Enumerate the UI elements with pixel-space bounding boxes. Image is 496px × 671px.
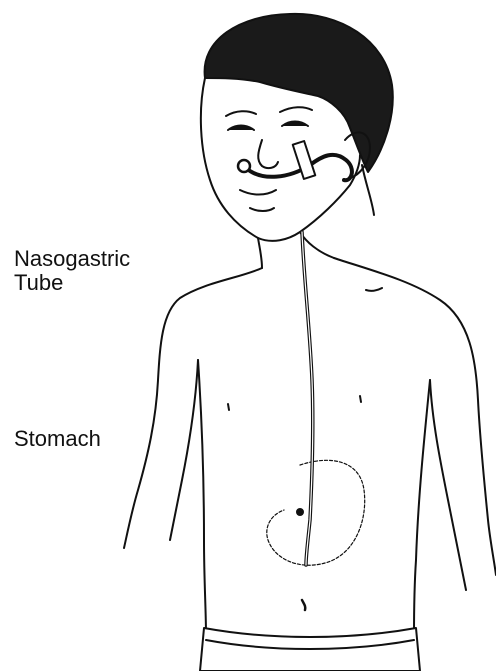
left-inner-arm xyxy=(170,360,198,540)
neck-left xyxy=(258,238,262,268)
stomach-outline xyxy=(267,460,365,565)
right-eye xyxy=(282,122,308,127)
right-nipple xyxy=(360,396,361,402)
left-eyebrow xyxy=(226,111,256,116)
collarbone xyxy=(366,288,382,291)
navel xyxy=(302,600,305,610)
torso-right xyxy=(414,380,430,635)
tube-tip xyxy=(297,509,303,515)
right-inner-arm xyxy=(430,380,466,590)
stomach-label-text: Stomach xyxy=(14,427,101,451)
mouth xyxy=(240,190,276,195)
nasogastric-label-line1: Nasogastric xyxy=(14,247,130,271)
neck-right xyxy=(300,232,334,258)
right-eyebrow xyxy=(280,107,312,112)
left-nipple xyxy=(228,404,229,410)
left-eye xyxy=(228,126,254,131)
nostril-tube-entry xyxy=(238,160,250,172)
stomach-label: Stomach xyxy=(14,427,101,451)
tube-esophagus xyxy=(302,232,313,565)
nasogastric-label-line2: Tube xyxy=(14,271,130,295)
chin-line xyxy=(250,208,274,211)
nasogastric-tube-label: Nasogastric Tube xyxy=(14,247,130,295)
torso-left xyxy=(198,360,206,635)
nose xyxy=(258,140,278,168)
right-shoulder-arm xyxy=(334,258,496,575)
